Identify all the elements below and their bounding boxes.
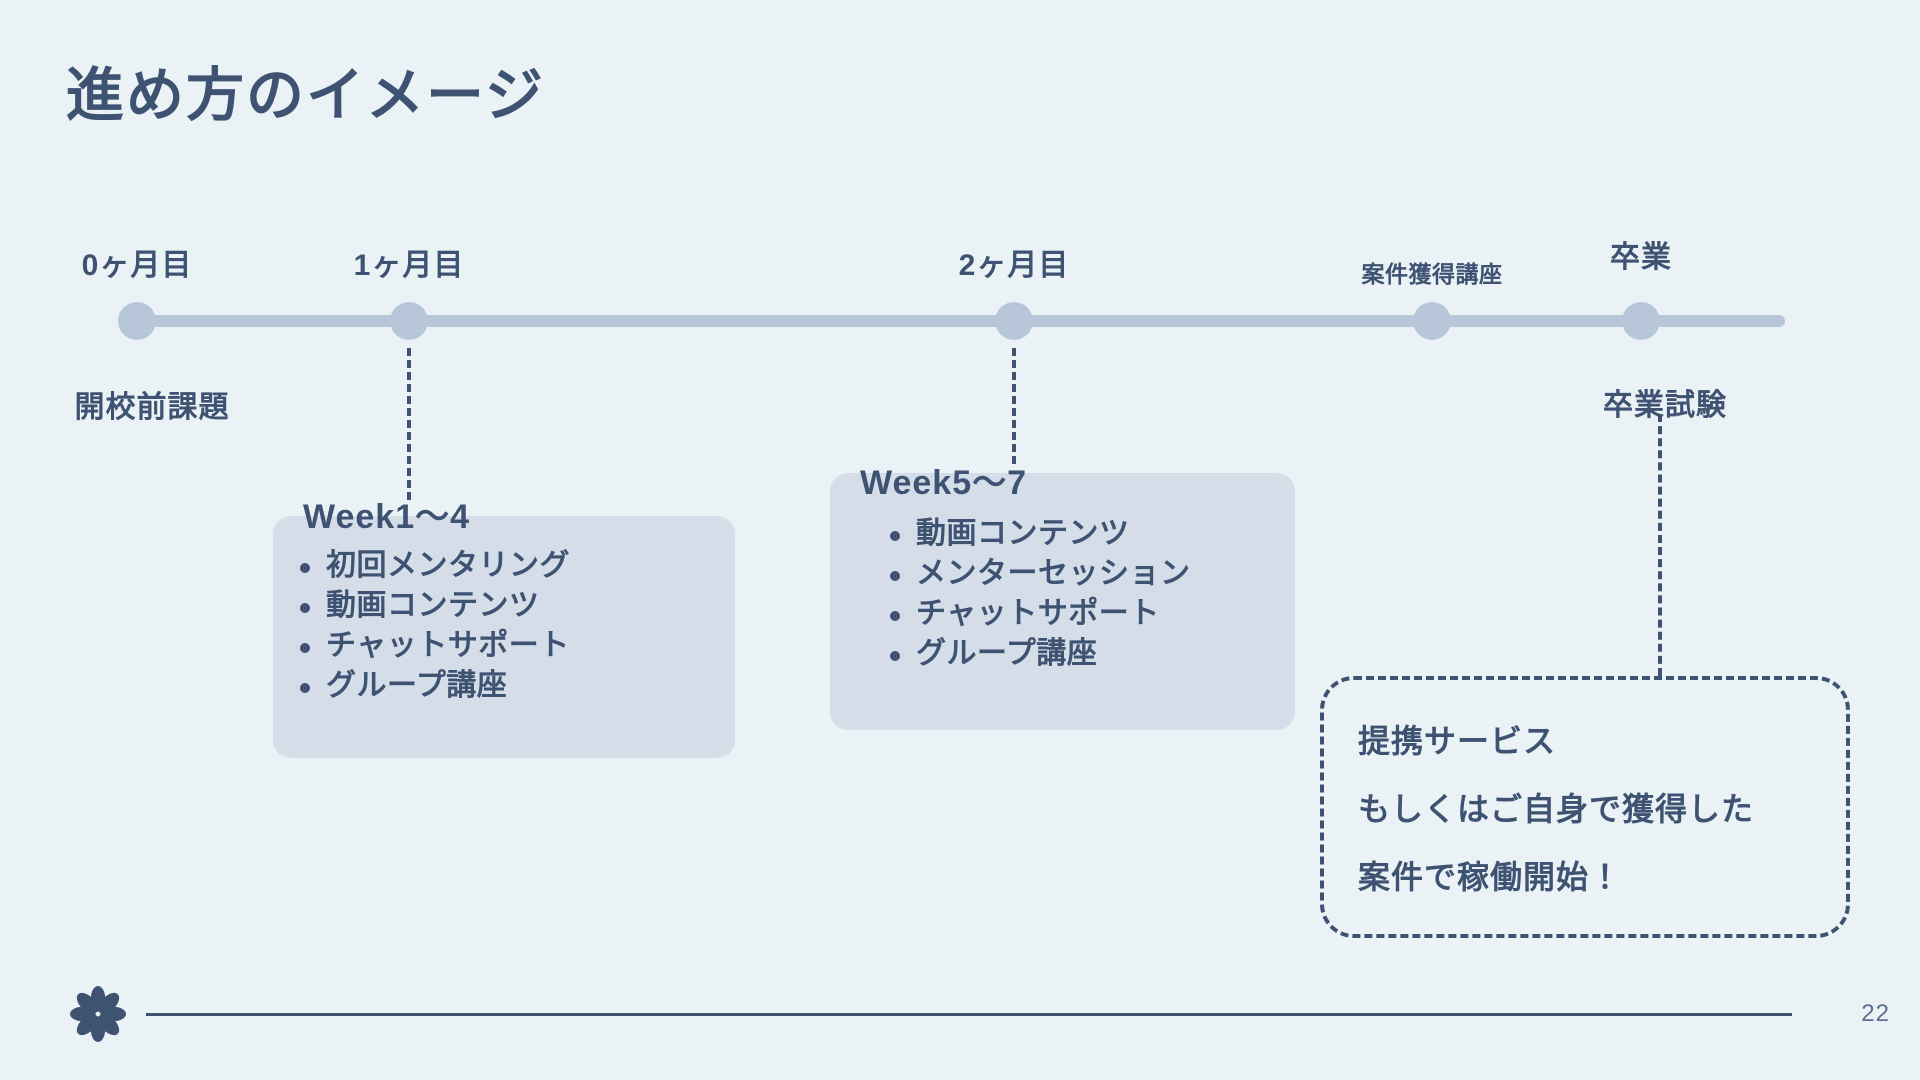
timeline-axis	[118, 315, 1785, 327]
timeline-dot-course[interactable]	[1413, 302, 1451, 340]
card-week1-4-list: 初回メンタリング 動画コンテンツ チャットサポート グループ講座	[296, 546, 570, 706]
card-week5-7-list: 動画コンテンツ メンターセッション チャットサポート グループ講座	[886, 514, 1191, 674]
timeline-sublabel-pre-assignment: 開校前課題	[74, 391, 230, 424]
list-item: 初回メンタリング	[296, 546, 570, 586]
list-item: 動画コンテンツ	[886, 514, 1191, 554]
timeline-dot-graduation[interactable]	[1622, 302, 1660, 340]
list-item: チャットサポート	[886, 594, 1191, 634]
timeline-label-1month: 1ヶ月目	[353, 249, 465, 282]
list-item: グループ講座	[296, 666, 570, 706]
timeline-label-course: 案件獲得講座	[1361, 261, 1503, 287]
card-week5-7-heading: Week5〜7	[860, 464, 1028, 502]
timeline-label-0months: 0ヶ月目	[81, 249, 193, 282]
connector-week1-4	[407, 348, 411, 500]
page-title: 進め方のイメージ	[66, 63, 545, 128]
timeline-dot-2months[interactable]	[995, 302, 1033, 340]
list-item: グループ講座	[886, 634, 1191, 674]
card-week1-4[interactable]	[273, 516, 735, 758]
card-week5-7[interactable]	[830, 473, 1295, 730]
footer-divider	[146, 1013, 1792, 1016]
connector-week5-7	[1012, 348, 1016, 464]
note-box-partner-service[interactable]: 提携サービス もしくはご自身で獲得した 案件で稼働開始！	[1320, 676, 1850, 938]
list-item: 動画コンテンツ	[296, 586, 570, 626]
timeline-label-graduation: 卒業	[1610, 241, 1672, 274]
timeline-dot-0months[interactable]	[118, 302, 156, 340]
list-item: メンターセッション	[886, 554, 1191, 594]
note-line-2: もしくはご自身で獲得した	[1358, 791, 1755, 827]
note-line-1: 提携サービス	[1358, 723, 1557, 759]
timeline-label-2months: 2ヶ月目	[958, 249, 1070, 282]
card-week1-4-heading: Week1〜4	[303, 498, 471, 536]
timeline-sublabel-final-exam: 卒業試験	[1603, 389, 1727, 422]
timeline-dot-1month[interactable]	[390, 302, 428, 340]
note-line-3: 案件で稼働開始！	[1358, 859, 1623, 895]
page-number: 22	[1861, 1000, 1890, 1027]
list-item: チャットサポート	[296, 626, 570, 666]
connector-note-box	[1658, 414, 1662, 676]
flower-asterisk-icon	[70, 986, 126, 1042]
